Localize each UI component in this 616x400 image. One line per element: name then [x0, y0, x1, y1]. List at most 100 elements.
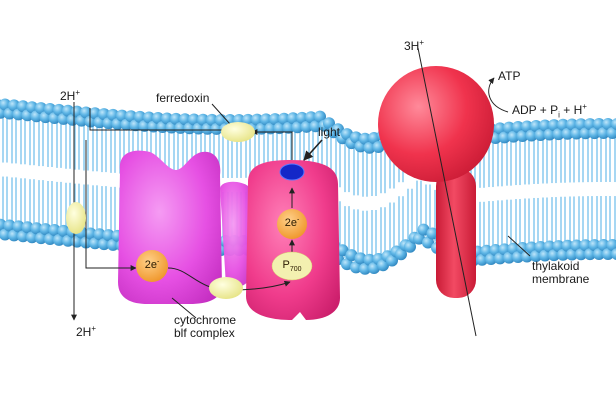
lipid-head [98, 108, 110, 121]
ferredoxin-label: ferredoxin [156, 91, 210, 105]
lipid-head [0, 98, 11, 111]
lipid-head [323, 117, 335, 130]
lipid-head [588, 239, 601, 252]
atp-label: ATP [498, 69, 521, 83]
lipid-head [377, 259, 389, 272]
lipid-head [548, 249, 560, 262]
lipid-head [521, 250, 533, 263]
lipid-head [278, 112, 290, 125]
lipid-head [179, 113, 191, 126]
lipid-head [314, 110, 326, 123]
lipid-head [44, 102, 56, 115]
lipid-head [12, 220, 25, 233]
lipid-head [98, 238, 110, 251]
lipid-head [89, 107, 101, 120]
lipid-head [197, 113, 209, 126]
lipid-head [606, 239, 616, 252]
lipid-head [570, 127, 583, 140]
lipid-head [539, 249, 551, 262]
lipid-head [507, 130, 520, 143]
electron-label-mid: 2e- [284, 216, 300, 229]
lipid-head [530, 119, 542, 132]
lipid-head [17, 100, 29, 113]
lipid-head [107, 108, 119, 121]
ferredoxin-protein [221, 122, 255, 142]
lipid-head [516, 130, 529, 143]
thylakoid-label: thylakoid membrane [532, 259, 590, 286]
lipid-head [62, 234, 74, 247]
lipid-head [125, 110, 137, 123]
lipid-head [251, 113, 263, 126]
lipid-head [597, 239, 610, 252]
lipid-head [417, 223, 430, 236]
lipid-head [359, 132, 371, 145]
lipid-head [305, 111, 317, 124]
lipid-head [552, 128, 565, 141]
plastocyanin-carrier [209, 277, 243, 299]
lipid-head [0, 228, 11, 241]
lipid-head [611, 118, 616, 130]
lipid-head [287, 112, 299, 125]
lipid-head [242, 113, 254, 126]
lipid-head [84, 227, 97, 240]
lipid-head [17, 230, 29, 243]
photosystem-i [246, 160, 340, 320]
lipid-head [494, 122, 506, 135]
lipid-head [534, 128, 547, 141]
lipid-head [116, 109, 128, 122]
lipid-head [188, 113, 200, 126]
lipid-head [575, 118, 587, 131]
lipid-head [30, 222, 43, 235]
lipid-head [48, 223, 61, 236]
lipid-head [584, 248, 596, 261]
lipid-head [309, 120, 322, 133]
lipid-head [548, 119, 560, 132]
lipid-head [273, 122, 286, 135]
lipid-head [57, 224, 70, 237]
lipid-head [579, 127, 592, 140]
light-label: light [318, 125, 341, 139]
lipid-head [93, 228, 106, 241]
lipid-head [426, 227, 439, 240]
lipid-head [413, 232, 425, 245]
adp-reaction-label: ADP + Pi + H+ [512, 102, 587, 120]
lipid-head [588, 127, 601, 140]
lipid-head [512, 251, 524, 264]
lipid-head [566, 248, 578, 261]
lipid-head [372, 141, 385, 154]
lipid-head [521, 120, 533, 133]
lipid-head [282, 121, 295, 134]
lipid-head [593, 118, 605, 131]
lipid-head [543, 128, 556, 141]
electron-carrier-mid [277, 209, 307, 239]
lipid-head [579, 239, 592, 252]
lipid-head [89, 237, 101, 250]
lipid-head [143, 111, 155, 124]
lipid-head [291, 121, 304, 134]
lipid-head [485, 253, 497, 266]
lipid-head [354, 252, 367, 265]
lipid-head [260, 113, 272, 126]
lipid-head [39, 223, 52, 236]
lipid-head [264, 122, 277, 135]
lipid-head [525, 129, 538, 142]
lipid-head [602, 118, 614, 131]
lipid-head [53, 103, 65, 116]
lipid-head [593, 248, 605, 261]
lipid-head [530, 249, 542, 262]
lipid-head [35, 232, 47, 245]
p700-carrier [271, 251, 313, 281]
lipid-head [336, 244, 349, 257]
lipid-head [386, 254, 398, 267]
lipid-head [359, 262, 371, 275]
lipid-head [503, 251, 515, 264]
lipid-head [161, 112, 173, 125]
lipid-head [8, 229, 20, 242]
lipid-head [62, 104, 74, 117]
lipid-head [597, 127, 610, 140]
lipid-head [201, 122, 214, 135]
lipid-head [512, 121, 524, 134]
lipid-head [8, 99, 20, 112]
proton-label-top-right: 3H+ [404, 38, 425, 53]
lipid-head [341, 258, 353, 271]
